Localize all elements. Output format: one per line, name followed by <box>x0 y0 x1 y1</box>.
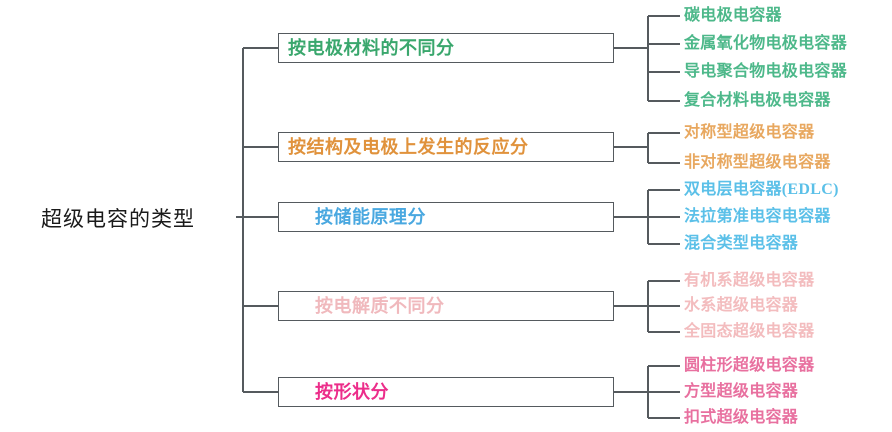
branch-label-4: 按电解质不同分 <box>315 296 445 316</box>
leaf-label-4-1: 有机系超级电容器 <box>684 272 815 289</box>
leaf-label-1-3: 导电聚合物电极电容器 <box>684 63 848 80</box>
leaf-label-1-4: 复合材料电极电容器 <box>684 92 831 109</box>
leaf-label-3-1: 双电层电容器(EDLC) <box>684 181 839 198</box>
leaf-label-2-1: 对称型超级电容器 <box>684 124 815 141</box>
leaf-label-5-3: 扣式超级电容器 <box>684 409 799 426</box>
branch-label-2: 按结构及电极上发生的反应分 <box>288 137 529 157</box>
leaf-label-5-1: 圆柱形超级电容器 <box>684 357 815 374</box>
leaf-label-3-3: 混合类型电容器 <box>684 235 799 252</box>
branch-label-1: 按电极材料的不同分 <box>288 38 455 58</box>
branch-box-4[interactable]: 按电解质不同分 <box>278 291 614 321</box>
branch-box-1[interactable]: 按电极材料的不同分 <box>278 33 614 63</box>
leaf-label-4-3: 全固态超级电容器 <box>684 323 815 340</box>
leaf-label-3-2: 法拉第准电容电容器 <box>684 208 831 225</box>
root-node-label: 超级电容的类型 <box>41 207 195 231</box>
branch-box-3[interactable]: 按储能原理分 <box>278 202 614 232</box>
branch-box-2[interactable]: 按结构及电极上发生的反应分 <box>278 132 614 162</box>
leaf-label-4-2: 水系超级电容器 <box>684 297 799 314</box>
leaf-label-5-2: 方型超级电容器 <box>684 383 799 400</box>
branch-label-3: 按储能原理分 <box>315 207 426 227</box>
leaf-label-1-2: 金属氧化物电极电容器 <box>684 35 848 52</box>
branch-label-5: 按形状分 <box>315 382 389 402</box>
leaf-label-2-2: 非对称型超级电容器 <box>684 154 831 171</box>
branch-box-5[interactable]: 按形状分 <box>278 377 614 407</box>
leaf-label-1-1: 碳电极电容器 <box>684 7 782 24</box>
